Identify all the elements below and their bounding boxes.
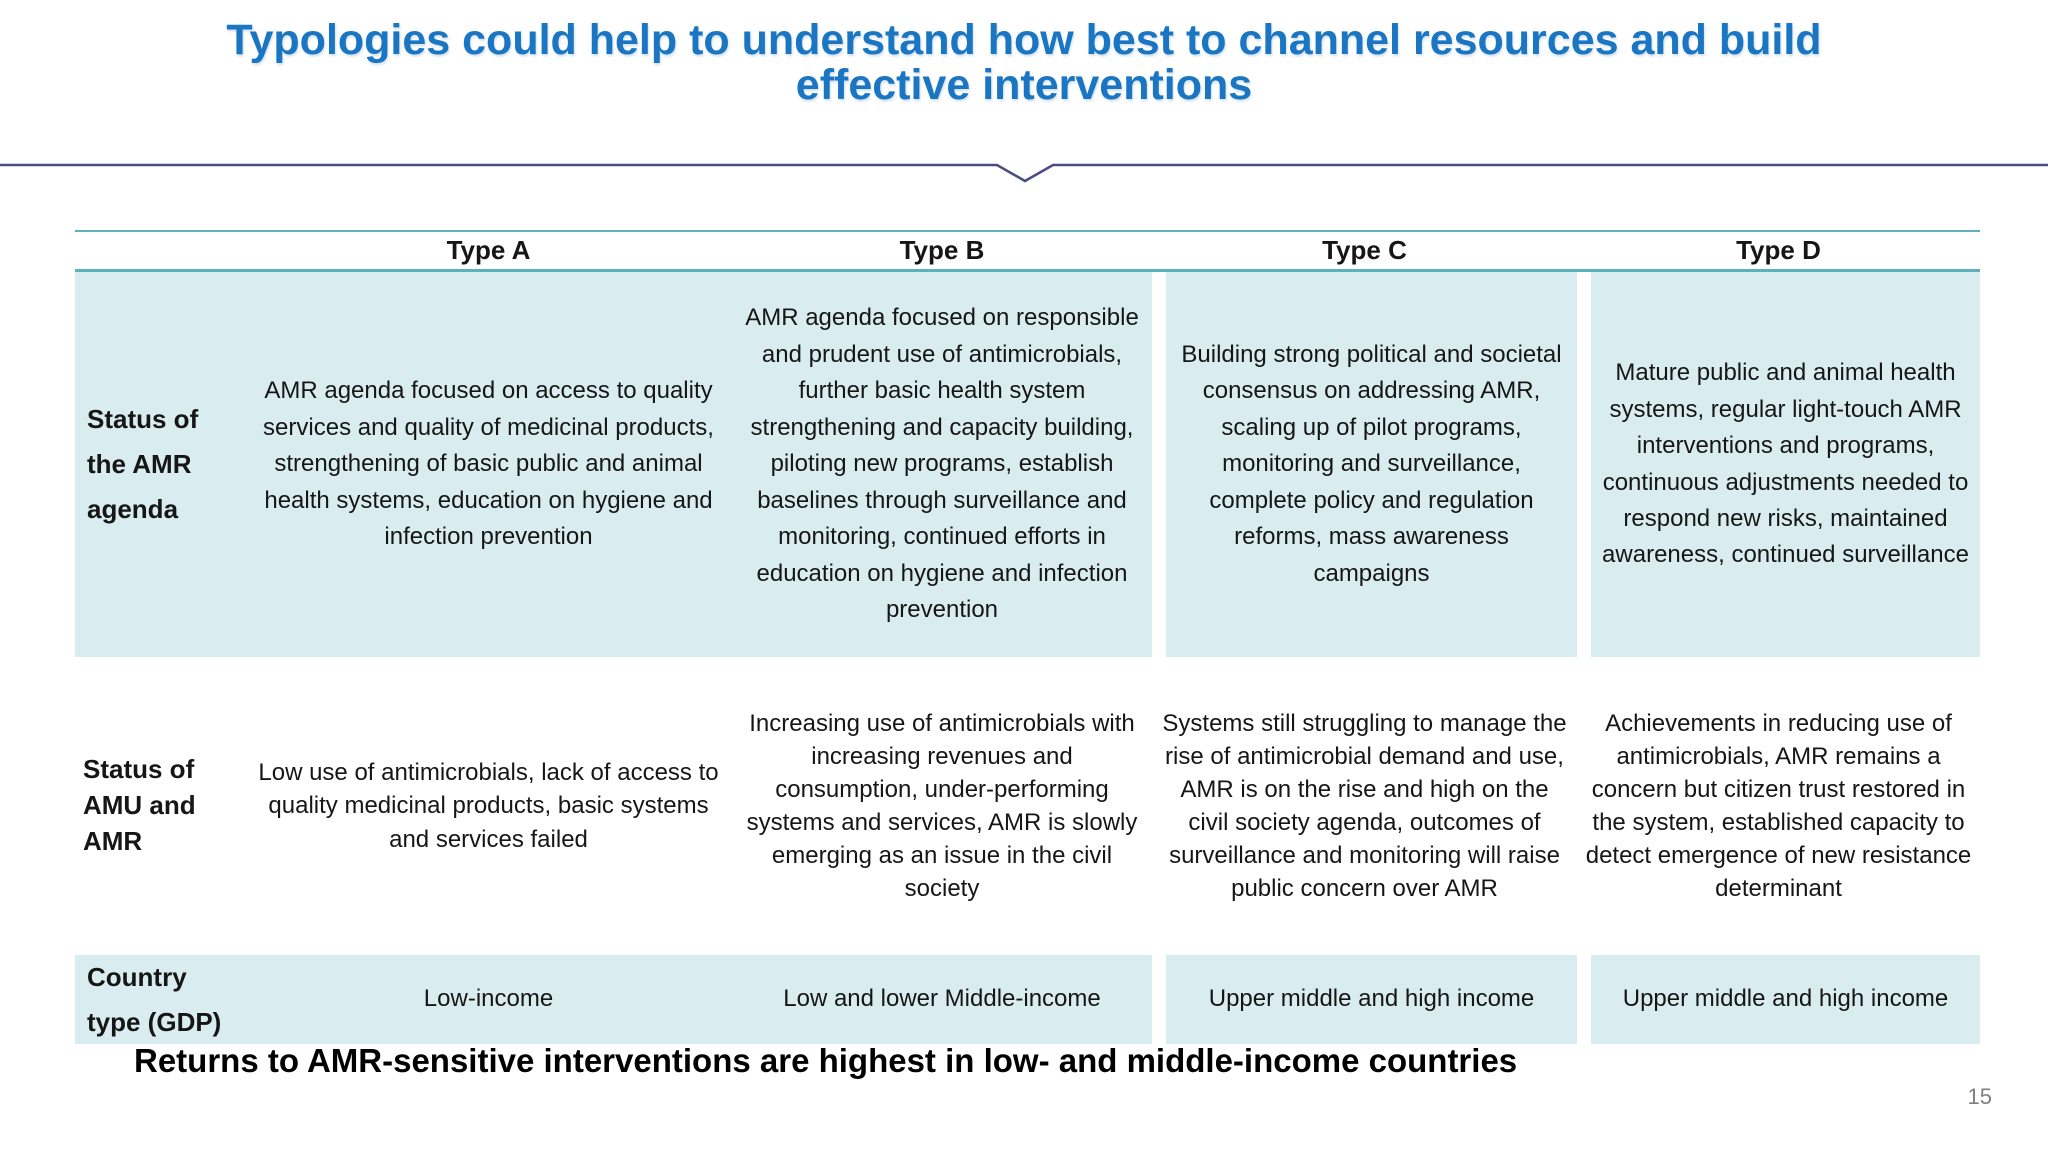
table-cell-gdp-type-c: Upper middle and high income — [1152, 955, 1577, 1045]
table-corner-cell — [75, 232, 245, 269]
column-header-type-a: Type A — [446, 235, 531, 265]
table-cell-amu-type-a: Low use of antimicrobials, lack of acces… — [258, 759, 719, 853]
page-number: 15 — [1967, 1084, 1992, 1109]
table-row-status-amu-amr: Status of AMU and AMR Low use of antimic… — [75, 657, 1980, 955]
table-cell-amu-type-b: Increasing use of antimicrobials with in… — [746, 709, 1138, 903]
table-cell-gdp-type-d: Upper middle and high income — [1577, 955, 1980, 1045]
table-row-status-amr-agenda: Status of the AMR agenda AMR agenda focu… — [75, 272, 1980, 657]
column-header-type-b: Type B — [899, 235, 985, 265]
divider-line-chevron-down — [0, 163, 2048, 183]
table-cell-agenda-type-b: AMR agenda focused on responsible and pr… — [732, 272, 1152, 657]
table-cell-agenda-type-c: Building strong political and societal c… — [1152, 272, 1577, 657]
table-cell-gdp-type-a: Low-income — [245, 955, 732, 1045]
table-cell-agenda-type-a: AMR agenda focused on access to quality … — [245, 272, 732, 657]
title-line-2: effective interventions — [795, 61, 1253, 110]
title-line-1: Typologies could help to understand how … — [226, 16, 1822, 64]
row-label-status-amu-amr: Status of AMU and AMR — [83, 754, 196, 856]
column-header-type-c: Type C — [1322, 235, 1407, 265]
table-row-country-type-gdp: Country type (GDP) Low-income Low and lo… — [75, 955, 1980, 1045]
table-cell-amu-type-c: Systems still struggling to manage the r… — [1162, 709, 1567, 903]
row-label-status-amr-agenda: Status of the AMR agenda — [75, 272, 245, 657]
column-header-type-d: Type D — [1736, 235, 1821, 265]
table-header-row: Type A Type B Type C Type D — [75, 230, 1980, 272]
row-label-country-type-gdp: Country type (GDP) — [75, 955, 245, 1045]
table-cell-amu-type-d: Achievements in reducing use of antimicr… — [1585, 709, 1972, 903]
slide-title: Typologies could help to understand how … — [0, 16, 2048, 110]
table-cell-gdp-type-b: Low and lower Middle-income — [732, 955, 1152, 1045]
table-cell-agenda-type-d: Mature public and animal health systems,… — [1577, 272, 1980, 657]
typology-table: Type A Type B Type C Type D Status of th… — [75, 230, 1980, 1045]
footer-message: Returns to AMR-sensitive interventions a… — [134, 1042, 1518, 1079]
